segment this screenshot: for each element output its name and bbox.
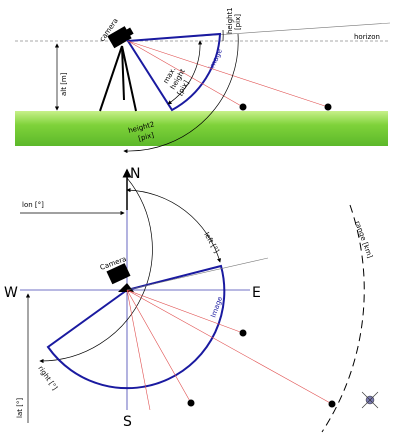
ray — [126, 289, 244, 334]
lat-label: lat [°] — [16, 398, 24, 418]
range-label: range [km] — [353, 220, 374, 260]
height1-unit: [pix] — [234, 14, 242, 30]
tripod — [99, 45, 137, 112]
right-label: right [°] — [36, 365, 59, 392]
top-camera — [106, 263, 131, 285]
crosshair-target-icon — [361, 391, 379, 409]
south-label: S — [123, 414, 132, 430]
target-point — [239, 103, 247, 111]
side-image-label: image — [208, 48, 224, 71]
top-view: N S E W lon [°] lat [°] left [°] right [… — [4, 166, 379, 433]
top-image-frame — [46, 264, 226, 390]
left-label: left [°] — [202, 231, 220, 255]
ground — [15, 111, 388, 146]
max-height-arc — [167, 40, 203, 105]
ray — [127, 40, 329, 108]
ray — [126, 289, 333, 405]
horizon-label: horizon — [354, 33, 380, 41]
height1-label: height1 — [226, 7, 234, 34]
left-arc — [126, 188, 222, 263]
target-point — [324, 103, 332, 111]
west-label: W — [4, 285, 18, 301]
camera-pointer — [118, 283, 134, 292]
height2-arc — [123, 33, 239, 154]
side-camera — [107, 26, 134, 49]
ray — [126, 289, 151, 411]
side-view: horizon alt [m] camera image height1 [pi… — [15, 7, 391, 154]
east-label: E — [252, 285, 261, 301]
ray — [126, 289, 192, 404]
target-point — [239, 329, 247, 337]
target-point — [187, 399, 195, 407]
lon-label: lon [°] — [22, 201, 44, 209]
right-arc — [39, 177, 153, 364]
alt-label: alt [m] — [60, 72, 68, 96]
range-arc — [321, 204, 365, 433]
view-direction-line — [126, 257, 269, 291]
height2-unit: [pix] — [137, 131, 155, 143]
target-point — [328, 400, 336, 408]
side-image-frame — [126, 32, 222, 112]
north-label: N — [130, 166, 140, 182]
